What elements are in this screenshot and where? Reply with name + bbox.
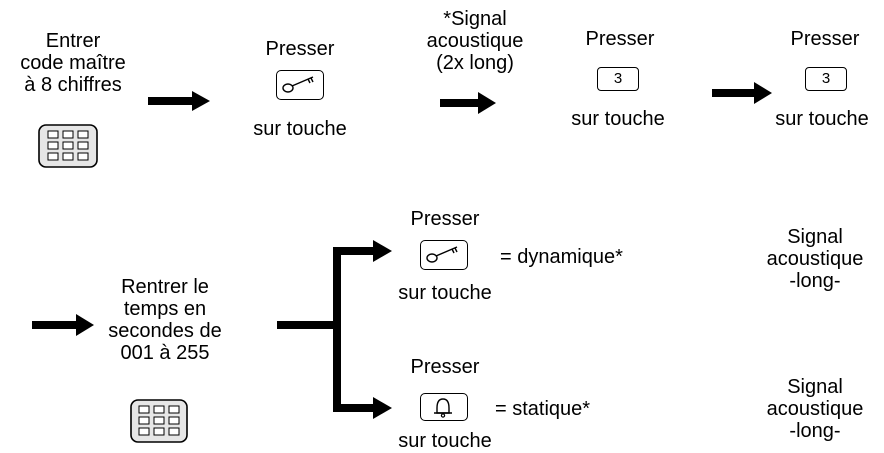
key-3-button-1: 3 bbox=[597, 67, 639, 91]
key-icon bbox=[282, 76, 314, 93]
key-3-button-2: 3 bbox=[805, 67, 847, 91]
step2-caption: sur touche bbox=[253, 118, 347, 140]
arrow-right-3 bbox=[712, 82, 772, 104]
arrow-right-1 bbox=[148, 91, 210, 111]
bell-button bbox=[420, 393, 468, 421]
key-button-2 bbox=[420, 240, 468, 270]
arrow-right-entry bbox=[32, 314, 94, 336]
keypad-icon bbox=[130, 399, 188, 443]
branch-connector bbox=[277, 240, 392, 419]
key-button-1 bbox=[276, 70, 324, 100]
row2-entry-instruction: Rentrer le temps en secondes de 001 à 25… bbox=[108, 276, 222, 364]
signal-long-2: Signal acoustique -long- bbox=[766, 376, 864, 442]
step3-signal: *Signal acoustique (2x long) bbox=[426, 8, 524, 74]
step1-instruction: Entrer code maître à 8 chiffres bbox=[20, 30, 126, 96]
option-static-title: Presser bbox=[410, 356, 480, 378]
option-static-caption: sur touche bbox=[398, 430, 492, 452]
step2-title: Presser bbox=[265, 38, 335, 60]
signal-long-1: Signal acoustique -long- bbox=[766, 226, 864, 292]
keypad-icon bbox=[38, 124, 98, 168]
option-static-result: = statique* bbox=[495, 398, 591, 420]
option-dynamic-caption: sur touche bbox=[398, 282, 492, 304]
step3-title: Presser bbox=[585, 28, 655, 50]
arrow-right-2 bbox=[440, 92, 496, 114]
step4-caption: sur touche bbox=[775, 108, 869, 130]
step3-caption: sur touche bbox=[571, 108, 665, 130]
keypad-icon-2 bbox=[130, 399, 188, 443]
bell-icon bbox=[434, 398, 452, 418]
option-dynamic-result: = dynamique* bbox=[500, 246, 623, 268]
key-icon bbox=[426, 246, 458, 263]
keypad-icon-1 bbox=[38, 124, 98, 168]
step4-title: Presser bbox=[790, 28, 860, 50]
option-dynamic-title: Presser bbox=[410, 208, 480, 230]
